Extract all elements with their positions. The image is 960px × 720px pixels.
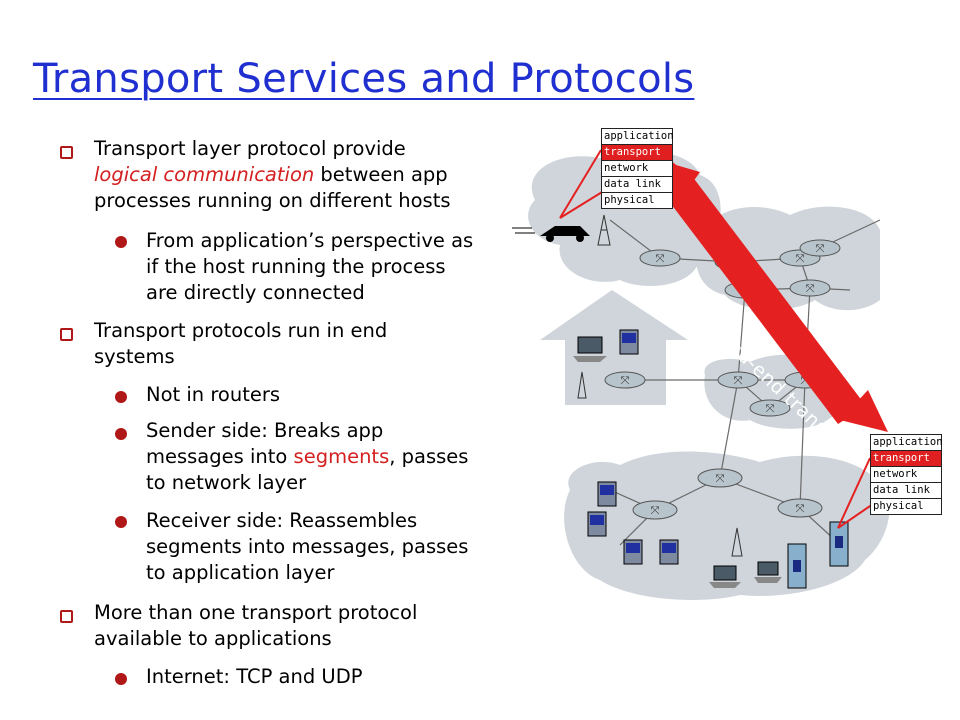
svg-text:⤧: ⤧: [806, 282, 815, 295]
arrow-shaft: [664, 160, 866, 424]
logical-communication-emphasis: logical communication: [94, 163, 315, 186]
desktop-computer-icon: [623, 539, 643, 565]
stack-top-network: network: [602, 161, 672, 177]
svg-text:⤧: ⤧: [656, 252, 665, 265]
bullet-2-line-2: systems: [94, 345, 175, 368]
stack-top-data-link: data link: [602, 177, 672, 193]
bullet-3-line-1: More than one transport protocol: [94, 601, 418, 624]
desktop-computer-icon: [619, 329, 639, 355]
bullet-1-line-2: logical communication between app: [94, 162, 524, 188]
router-icon: ⤧: [799, 239, 841, 257]
router-icon: ⤧: [789, 279, 831, 297]
institution-devices: [587, 481, 849, 589]
protocol-stack-bottom: application transport network data link …: [870, 434, 943, 515]
svg-text:⤧: ⤧: [796, 502, 805, 515]
desktop-computer-icon: [587, 511, 607, 537]
bullet-1-line-3: processes running on different hosts: [94, 189, 451, 212]
sub-bullet-1-line-1: From application’s perspective as: [146, 229, 474, 252]
sub-bullet-1-line-3: are directly connected: [146, 281, 365, 304]
router-icon: ⤧: [717, 371, 759, 389]
bullet-1-line-2-rest: between app: [314, 163, 448, 186]
stack-bottom-data-link: data link: [871, 483, 941, 499]
stack-top-transport: transport: [602, 145, 672, 161]
bullet-1: Transport layer protocol provide logical…: [94, 136, 524, 214]
arrow-head-bottom: [840, 390, 888, 432]
sub-bullet-marker-4: [115, 516, 127, 528]
sub-bullet-3-line-3: to network layer: [146, 471, 307, 494]
stack-bottom-physical: physical: [873, 500, 924, 512]
stack-bottom-network: network: [871, 467, 941, 483]
home-network-cloud: [564, 451, 890, 600]
sub-bullet-marker-2: [115, 391, 127, 403]
home-devices: [573, 329, 639, 399]
sub-bullet-4-line-1: Receiver side: Reassembles: [146, 509, 418, 532]
router-icon: ⤧: [639, 249, 681, 267]
bullet-marker-1: [60, 146, 73, 159]
home-network-house: [540, 290, 688, 405]
bullet-list: Transport layer protocol provide logical…: [60, 136, 526, 690]
router-icon: ⤧: [604, 371, 646, 389]
sub-bullet-3-line-2-b: , passes: [389, 445, 469, 468]
router-icon: ⤧: [749, 399, 791, 417]
car-icon: [512, 226, 590, 242]
bullet-2: Transport protocols run in end systems: [94, 318, 524, 370]
svg-text:⤧: ⤧: [816, 242, 825, 255]
sub-bullet-3-line-2: messages into segments, passes: [146, 444, 526, 470]
sub-bullet-3: Sender side: Breaks app messages into se…: [146, 418, 526, 496]
sub-bullet-5-line-1: Internet: TCP and UDP: [146, 665, 363, 688]
bullet-marker-2: [60, 328, 73, 341]
wireless-access-point-icon: [577, 371, 587, 399]
sub-bullet-3-line-2-a: messages into: [146, 445, 294, 468]
segments-emphasis: segments: [293, 445, 390, 468]
sub-bullet-marker-5: [115, 673, 127, 685]
svg-text:⤧: ⤧: [734, 374, 743, 387]
sub-bullet-4-line-2: segments into messages, passes: [146, 535, 469, 558]
laptop-icon: [573, 336, 607, 362]
router-icon: ⤧: [777, 498, 823, 518]
sub-bullet-2-line-1: Not in routers: [146, 383, 281, 406]
desktop-computer-icon: [659, 539, 679, 565]
cell-tower-icon: [597, 214, 611, 246]
stack-top-application: application: [602, 129, 674, 145]
sub-bullet-4-line-3: to application layer: [146, 561, 335, 584]
svg-text:⤧: ⤧: [796, 252, 805, 265]
sub-bullet-2: Not in routers: [146, 382, 526, 408]
svg-text:⤧: ⤧: [621, 374, 630, 387]
svg-text:⤧: ⤧: [766, 402, 775, 415]
stack-bottom-transport: transport: [871, 451, 941, 467]
sub-bullet-5: Internet: TCP and UDP: [146, 664, 526, 690]
server-icon: [829, 521, 849, 567]
router-icon: ⤧: [697, 468, 743, 488]
protocol-stack-top: application transport network data link …: [601, 128, 674, 209]
bullet-1-line-1: Transport layer protocol provide: [94, 137, 406, 160]
laptop-icon: [754, 561, 782, 583]
sub-bullet-1: From application’s perspective as if the…: [146, 228, 526, 306]
sub-bullet-marker-1: [115, 236, 127, 248]
sub-bullet-4: Receiver side: Reassembles segments into…: [146, 508, 526, 586]
server-icon: [787, 543, 807, 589]
bullet-marker-3: [60, 610, 73, 623]
laptop-icon: [709, 565, 741, 588]
sub-bullet-1-line-2: if the host running the process: [146, 255, 446, 278]
sub-bullet-marker-3: [115, 428, 127, 440]
bullet-3-line-2: available to applications: [94, 627, 332, 650]
stack-top-physical: physical: [604, 194, 655, 206]
bullet-3: More than one transport protocol availab…: [94, 600, 524, 652]
svg-text:⤧: ⤧: [716, 472, 725, 485]
router-icon: ⤧: [632, 500, 678, 520]
bullet-2-line-1: Transport protocols run in end: [94, 319, 388, 342]
wireless-access-point-icon: [731, 527, 743, 557]
stack-bottom-application: application: [871, 435, 943, 451]
svg-text:⤧: ⤧: [651, 504, 660, 517]
desktop-computer-icon: [597, 481, 617, 507]
sub-bullet-3-line-1: Sender side: Breaks app: [146, 419, 384, 442]
slide-title: Transport Services and Protocols: [33, 56, 695, 102]
